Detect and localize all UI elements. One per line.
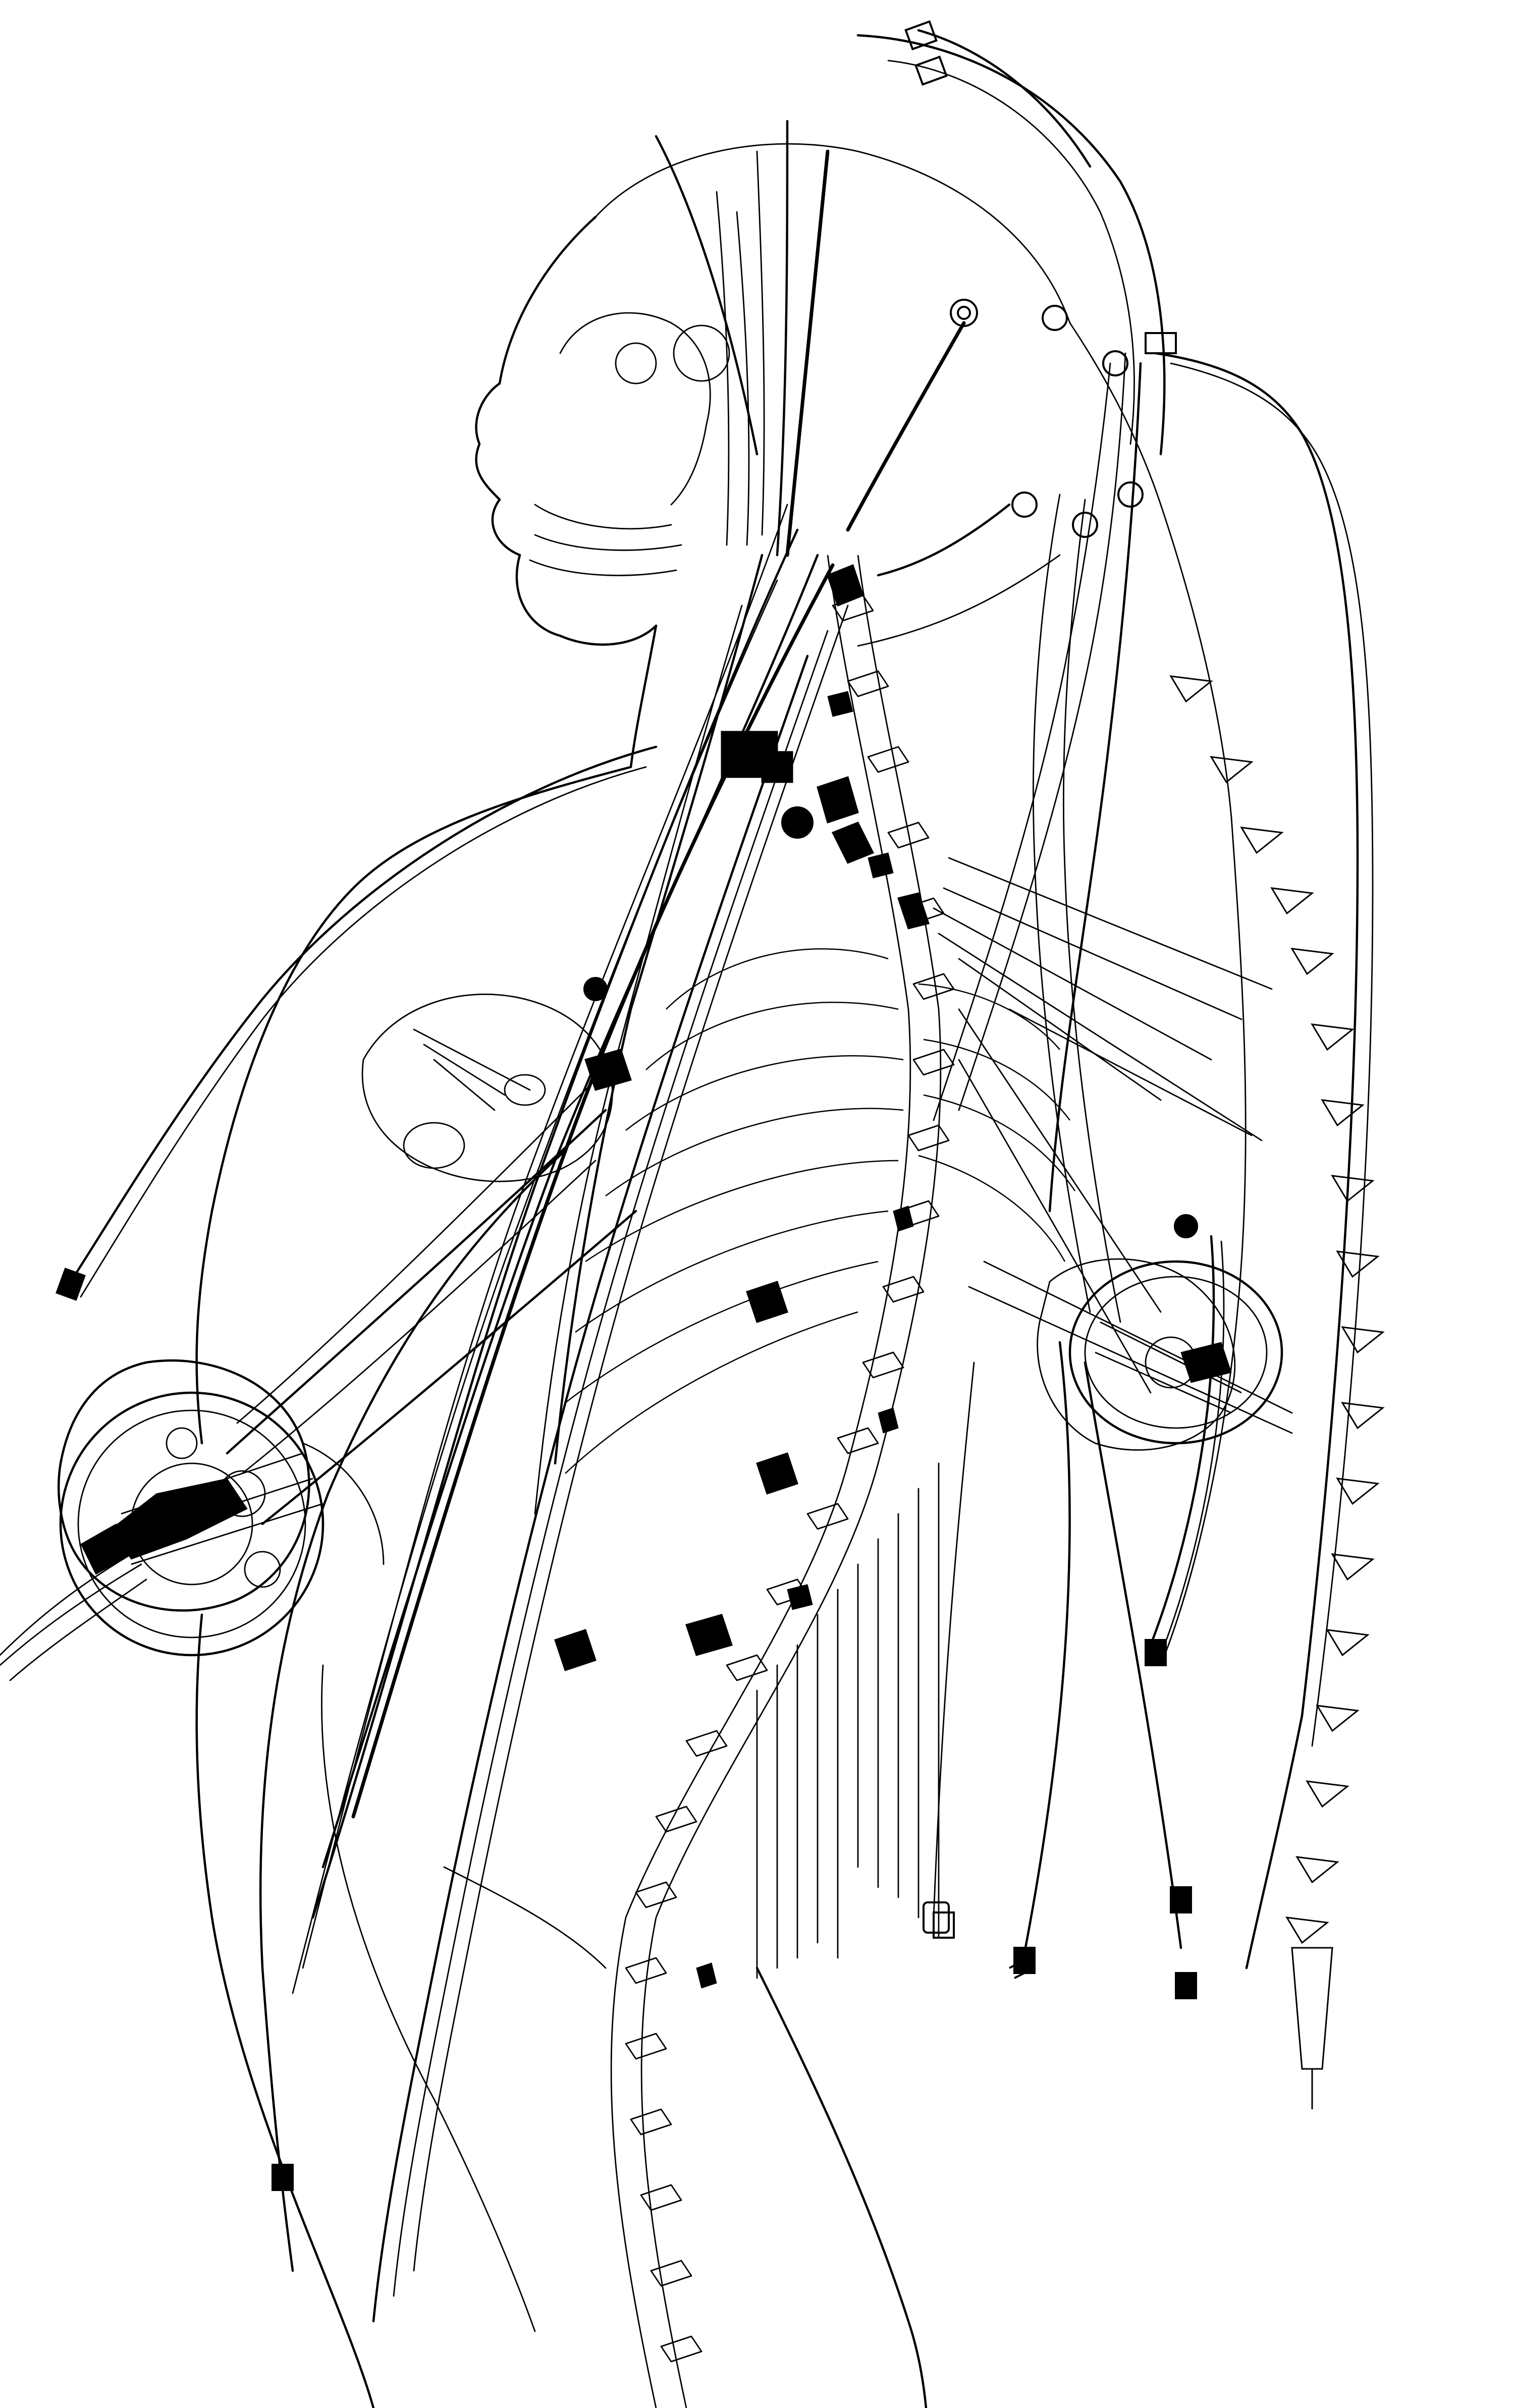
body-outline (58, 143, 1247, 2408)
end-tips (923, 1901, 1035, 1979)
connectors (56, 20, 1198, 2191)
spine (610, 555, 955, 2408)
cables-left (0, 120, 849, 2323)
motor-disc-right (1068, 1260, 1283, 1445)
dense-junctions (554, 564, 930, 1671)
cables-right (756, 29, 1374, 1979)
tail-sawtooth (1169, 675, 1385, 2109)
motor-disc-left (59, 1391, 325, 1657)
